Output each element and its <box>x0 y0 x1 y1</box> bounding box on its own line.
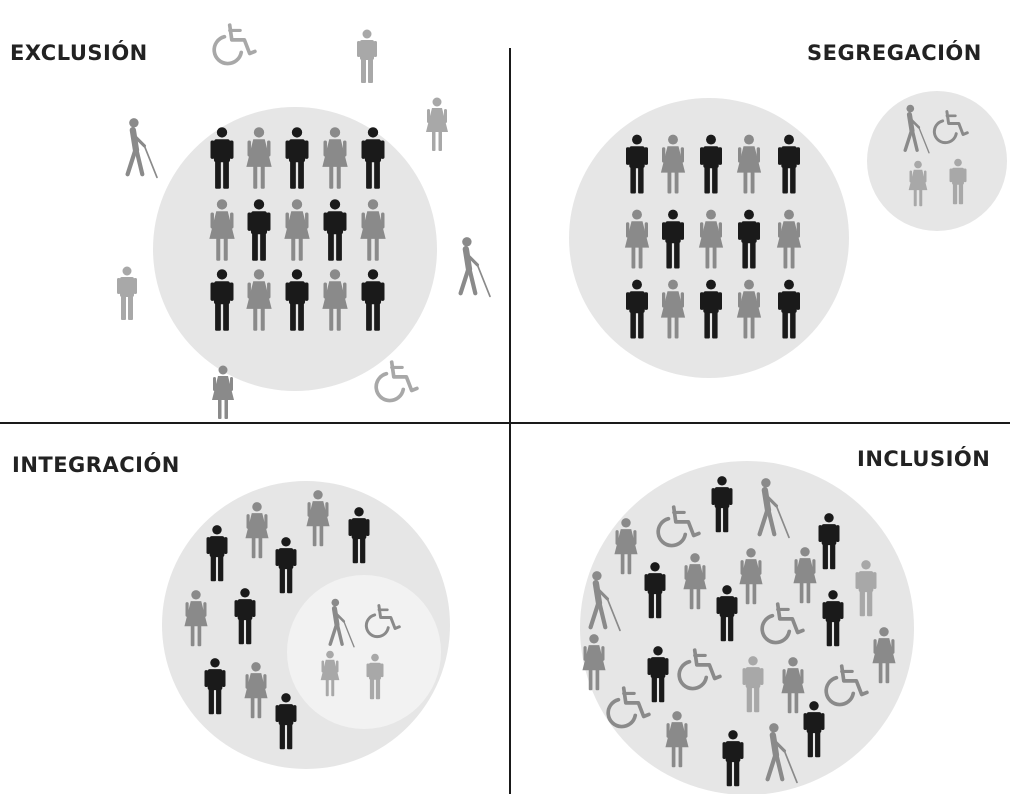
inclusion-title: INCLUSIÓN <box>857 447 991 471</box>
blind-person-icon <box>128 118 157 177</box>
exclusion-title: EXCLUSIÓN <box>10 41 148 65</box>
segregation-separate-circle <box>867 91 1007 231</box>
man-icon <box>357 29 377 83</box>
blind-person-icon <box>461 237 490 296</box>
inclusion-circle <box>580 461 914 795</box>
man-icon <box>117 266 137 320</box>
wheelchair-user-icon <box>212 11 257 66</box>
integration-inner-circle <box>287 575 441 729</box>
segregation-title: SEGREGACIÓN <box>807 41 982 65</box>
integration-title: INTEGRACIÓN <box>12 453 180 477</box>
woman-icon <box>426 97 448 151</box>
